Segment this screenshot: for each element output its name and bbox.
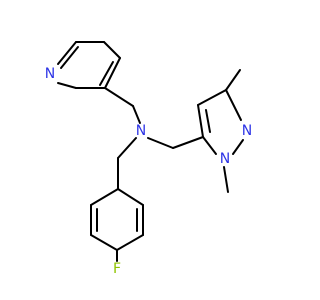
methyl-bond [223, 166, 229, 193]
pyrazole-bond [225, 89, 242, 121]
benzene-bond [117, 188, 144, 206]
pyrazole-bond [197, 89, 227, 106]
fluorine-label: F [113, 261, 121, 277]
methylene-bond [117, 137, 137, 159]
methylene-bond [104, 87, 134, 107]
pyrazole-n1-label: N [220, 151, 230, 167]
pyridine-bond [104, 57, 121, 89]
benzene-bond [116, 234, 144, 251]
pyridine-bond [57, 82, 77, 89]
pyrazole-bond [202, 136, 217, 155]
benzene-bond [90, 188, 119, 206]
amine-nitrogen-label: N [136, 123, 146, 139]
methyl-bond [225, 69, 241, 91]
bond-lines [57, 41, 244, 262]
methylene-bond [172, 136, 204, 149]
pyrazole-bond [197, 104, 204, 138]
methylene-bond [147, 137, 174, 149]
pyridine-bond [103, 41, 121, 59]
pyridine-double-bond [60, 46, 79, 69]
pyridine-double-bond [99, 61, 114, 86]
pyrazole-n2-label: N [242, 123, 252, 139]
pyrazole-double-bond [205, 109, 211, 133]
benzene-bond [90, 234, 118, 251]
structure-diagram: N N N N F [45, 41, 252, 277]
pyridine-bond [57, 41, 77, 65]
pyridine-nitrogen-label: N [45, 66, 55, 82]
pyrazole-bond [232, 139, 244, 155]
methylene-bond [132, 105, 141, 124]
